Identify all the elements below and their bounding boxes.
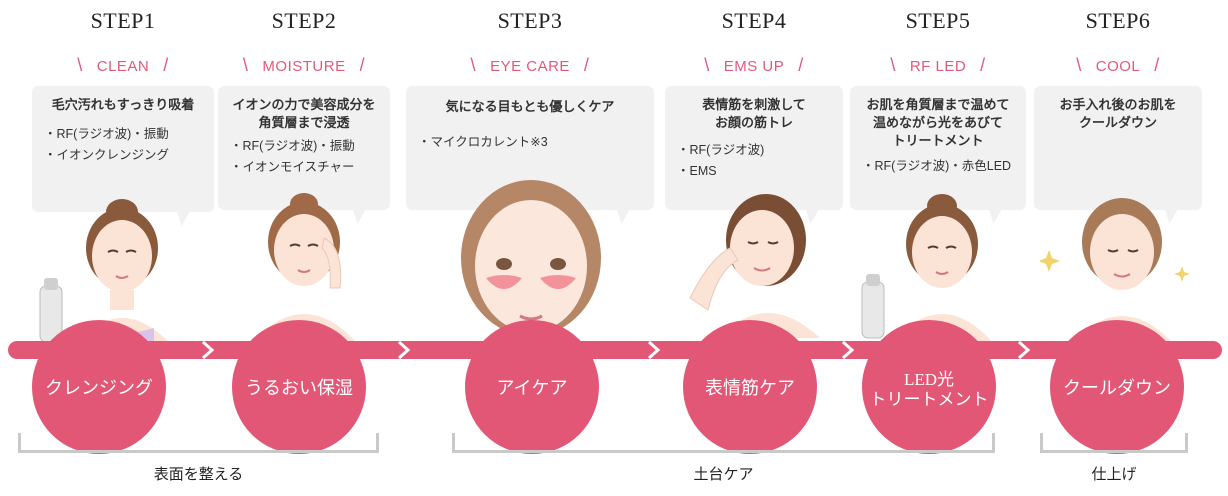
bubble-head-line: イオンの力で美容成分を: [232, 97, 376, 112]
step-circle-3: アイケア: [465, 320, 599, 454]
bubble-item: ・マイクロカレント※3: [418, 135, 548, 149]
face-illustration-3: [461, 180, 601, 336]
bubble-head-line: 表情筋を刺激して: [702, 97, 806, 112]
step-tag-label: EYE CARE: [490, 58, 570, 75]
step-tag-label: RF LED: [909, 58, 967, 75]
step-title: STEP4: [721, 8, 787, 33]
step-tag-label: EMS UP: [723, 58, 785, 75]
chevron-right-icon: [842, 341, 855, 359]
bubble-head: お手入れ後のお肌を クールダウン: [1046, 96, 1190, 132]
step-tag: \EMS UP/: [704, 55, 804, 75]
step-title: STEP1: [90, 8, 156, 33]
bubble-item: ・EMS: [677, 164, 717, 178]
face-illustration-4: [689, 194, 820, 338]
step-bubble: 表情筋を刺激して お顔の筋トレ ・RF(ラジオ波) ・EMS: [665, 86, 843, 224]
step-6: STEP6 \COOL/ お手入れ後のお肌を クールダウン: [1032, 0, 1204, 330]
step-title: STEP5: [905, 8, 971, 33]
step-circle-label: LED光 トリートメント: [862, 370, 996, 410]
step-tag: \CLEAN/: [77, 55, 169, 75]
group-label-3: 仕上げ: [1091, 466, 1137, 483]
group-bracket-3: [1040, 433, 1188, 453]
bubble-head-line: クールダウン: [1078, 115, 1157, 130]
bubble-head: イオンの力で美容成分を 角質層まで浸透: [230, 96, 378, 132]
step-bubble: お肌を角質層まで温めて 温めながら光をあびて トリートメント ・RF(ラジオ波)…: [850, 86, 1026, 224]
step-5: STEP5 \RF LED/ お肌を角質層まで温めて 温めながら光をあびて トリ…: [848, 0, 1028, 330]
step-circle-5: LED光 トリートメント: [862, 320, 996, 454]
step-1: STEP1 \CLEAN/ 毛穴汚れもすっきり吸着 ・RF(ラジオ波)・振動 ・…: [30, 0, 216, 330]
step-bubble: イオンの力で美容成分を 角質層まで浸透 ・RF(ラジオ波)・振動 ・イオンモイス…: [218, 86, 390, 224]
face-illustration-5: [861, 194, 994, 344]
bubble-list: ・RF(ラジオ波)・振動 ・イオンモイスチャー: [230, 136, 378, 178]
bubble-item: ・RF(ラジオ波): [677, 143, 765, 157]
bubble-head-line: お肌を角質層まで温めて: [866, 97, 1010, 112]
step-circle-6: クールダウン: [1050, 320, 1184, 454]
bubble-item: ・RF(ラジオ波)・振動: [44, 127, 169, 141]
group-bracket-2: [452, 433, 995, 453]
bubble-list: ・RF(ラジオ波)・振動 ・イオンクレンジング: [44, 124, 202, 166]
bubble-list: ・RF(ラジオ波)・赤色LED: [862, 156, 1014, 177]
bubble-item: ・イオンモイスチャー: [230, 160, 355, 174]
step-4: STEP4 \EMS UP/ 表情筋を刺激して お顔の筋トレ ・RF(ラジオ波)…: [663, 0, 845, 330]
step-circle-label: 表情筋ケア: [705, 378, 795, 398]
group-label-2: 土台ケア: [693, 466, 754, 483]
bubble-list: ・マイクロカレント※3: [418, 132, 642, 153]
bubble-head-line: 温めながら光をあびて: [872, 115, 1003, 130]
step-circle-label: クールダウン: [1063, 378, 1171, 398]
step-circle-label: アイケア: [496, 378, 568, 398]
step-circle-2: うるおい保湿: [232, 320, 366, 454]
bubble-list: ・RF(ラジオ波) ・EMS: [677, 140, 831, 182]
bubble-item: ・RF(ラジオ波)・赤色LED: [862, 159, 1012, 173]
bubble-head-line: 角質層まで浸透: [258, 115, 350, 130]
bubble-head-line: お顔の筋トレ: [714, 115, 793, 130]
step-tag-label: CLEAN: [96, 58, 150, 75]
bubble-head-line: 気になる目もとも優しくケア: [445, 99, 615, 114]
step-title: STEP3: [497, 8, 563, 33]
step-circle-label: うるおい保湿: [245, 378, 353, 398]
face-illustration-2: [250, 193, 358, 344]
chevron-right-icon: [398, 341, 411, 359]
step-circle-label-line: トリートメント: [869, 390, 989, 409]
step-2: STEP2 \MOISTURE/ イオンの力で美容成分を 角質層まで浸透 ・RF…: [216, 0, 392, 330]
bubble-head: 表情筋を刺激して お顔の筋トレ: [677, 96, 831, 132]
chevron-right-icon: [1018, 341, 1031, 359]
step-tag: \EYE CARE/: [470, 55, 590, 75]
step-tag: \RF LED/: [890, 55, 986, 75]
step-tag-label: COOL: [1095, 58, 1141, 75]
bubble-head-line: お手入れ後のお肌を: [1059, 97, 1177, 112]
chevron-right-icon: [202, 341, 215, 359]
step-circle-label-line: LED光: [903, 370, 955, 389]
bubble-head: 気になる目もとも優しくケア: [418, 98, 642, 116]
bubble-tail: [611, 208, 631, 224]
group-bracket-1: [18, 433, 379, 453]
step-circle-1: クレンジング: [32, 320, 166, 454]
step-bubble: 毛穴汚れもすっきり吸着 ・RF(ラジオ波)・振動 ・イオンクレンジング: [32, 86, 214, 226]
flow-band: [8, 341, 1222, 359]
bubble-item: ・イオンクレンジング: [44, 148, 170, 162]
step-title: STEP6: [1085, 8, 1151, 33]
bubble-head-line: 毛穴汚れもすっきり吸着: [51, 97, 195, 112]
step-circle-label: クレンジング: [45, 378, 153, 398]
step-tag-label: MOISTURE: [262, 58, 346, 75]
step-circle-4: 表情筋ケア: [683, 320, 817, 454]
group-label-1: 表面を整える: [153, 466, 244, 483]
step-title: STEP2: [271, 8, 337, 33]
bubble-head: 毛穴汚れもすっきり吸着: [44, 96, 202, 114]
bubble-head: お肌を角質層まで温めて 温めながら光をあびて トリートメント: [862, 96, 1014, 150]
step-tag: \COOL/: [1076, 55, 1160, 75]
bubble-item: ・RF(ラジオ波)・振動: [230, 139, 355, 153]
chevron-right-icon: [648, 341, 661, 359]
step-tag: \MOISTURE/: [242, 55, 366, 75]
step-bubble: お手入れ後のお肌を クールダウン: [1034, 86, 1202, 224]
bubble-head-line: トリートメント: [892, 133, 984, 148]
